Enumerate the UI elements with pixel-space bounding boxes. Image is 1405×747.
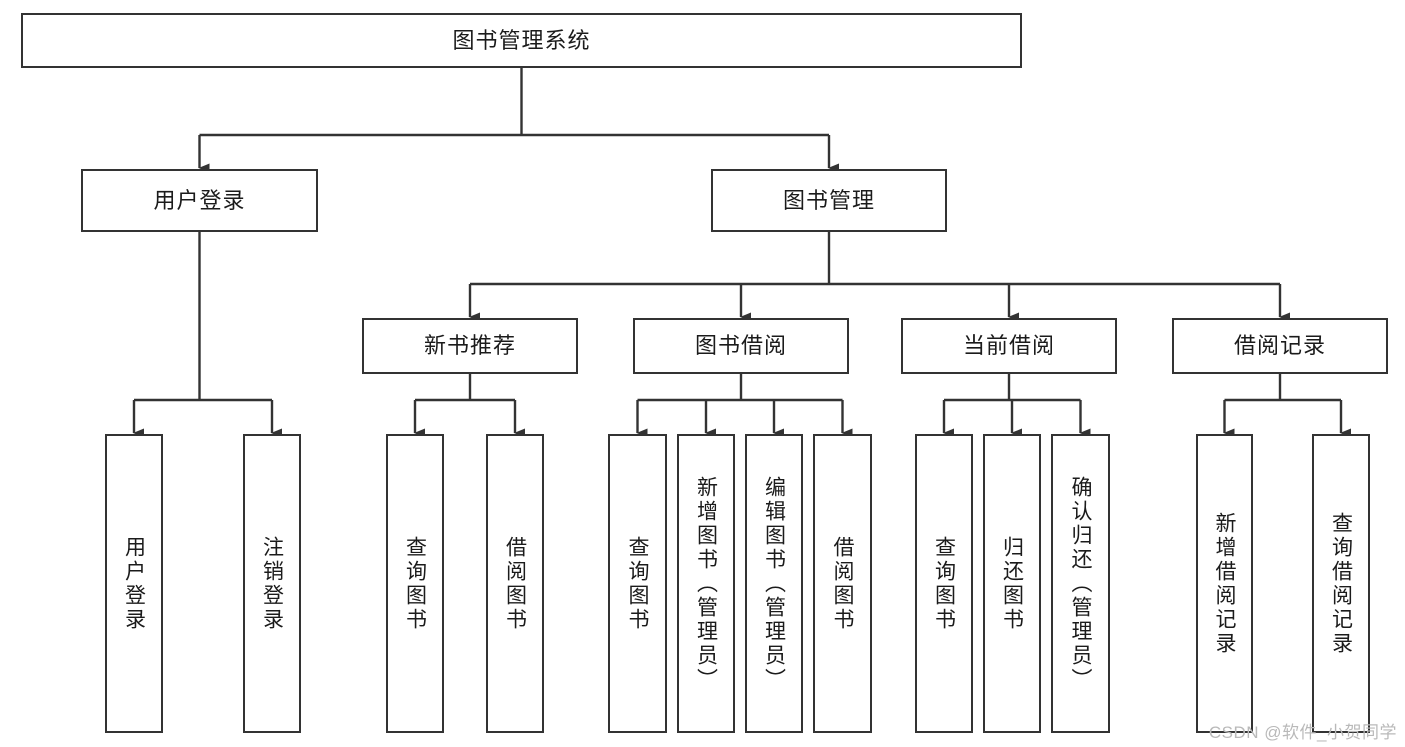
node-label: 用户登录 xyxy=(122,535,146,632)
node-leaf-rec-query[interactable]: 查询图书 xyxy=(386,434,444,733)
node-user-login[interactable]: 用户登录 xyxy=(81,169,318,232)
node-leaf-cb-query[interactable]: 查询图书 xyxy=(915,434,973,733)
node-leaf-br-add[interactable]: 新增借阅记录 xyxy=(1196,434,1253,733)
node-label: 查询图书 xyxy=(626,535,650,632)
node-label: 借阅图书 xyxy=(503,535,527,632)
node-borrow-record[interactable]: 借阅记录 xyxy=(1172,318,1388,374)
node-leaf-bb-query[interactable]: 查询图书 xyxy=(608,434,667,733)
node-leaf-cb-confirm[interactable]: 确认归还（管理员） xyxy=(1051,434,1110,733)
node-current-borrow[interactable]: 当前借阅 xyxy=(901,318,1117,374)
node-leaf-cb-return[interactable]: 归还图书 xyxy=(983,434,1041,733)
node-label: 图书借阅 xyxy=(694,333,787,359)
node-label: 当前借阅 xyxy=(962,333,1055,359)
node-book-manage[interactable]: 图书管理 xyxy=(711,169,947,232)
node-book-borrow[interactable]: 图书借阅 xyxy=(633,318,849,374)
node-label: 用户登录 xyxy=(153,187,246,213)
node-label: 确认归还（管理员） xyxy=(1069,475,1093,692)
node-leaf-user-login[interactable]: 用户登录 xyxy=(105,434,163,733)
node-leaf-user-logout[interactable]: 注销登录 xyxy=(243,434,301,733)
node-new-book-rec[interactable]: 新书推荐 xyxy=(362,318,578,374)
node-leaf-br-query[interactable]: 查询借阅记录 xyxy=(1312,434,1370,733)
node-label: 图书管理系统 xyxy=(452,27,591,53)
node-label: 查询图书 xyxy=(403,535,427,632)
node-label: 查询借阅记录 xyxy=(1329,511,1353,656)
node-label: 图书管理 xyxy=(782,187,875,213)
node-label: 新增借阅记录 xyxy=(1213,511,1237,656)
node-label: 新书推荐 xyxy=(423,333,516,359)
node-label: 注销登录 xyxy=(260,535,284,632)
node-root[interactable]: 图书管理系统 xyxy=(21,13,1022,68)
node-label: 借阅图书 xyxy=(831,535,855,632)
node-label: 归还图书 xyxy=(1000,535,1024,632)
node-label: 借阅记录 xyxy=(1233,333,1326,359)
node-leaf-rec-borrow[interactable]: 借阅图书 xyxy=(486,434,544,733)
node-label: 查询图书 xyxy=(932,535,956,632)
watermark: CSDN @软件_小贺同学 xyxy=(1208,723,1397,742)
node-label: 新增图书（管理员） xyxy=(694,475,718,692)
node-leaf-bb-add[interactable]: 新增图书（管理员） xyxy=(677,434,735,733)
node-leaf-bb-edit[interactable]: 编辑图书（管理员） xyxy=(745,434,803,733)
node-label: 编辑图书（管理员） xyxy=(762,475,786,692)
node-leaf-bb-borrow[interactable]: 借阅图书 xyxy=(813,434,872,733)
